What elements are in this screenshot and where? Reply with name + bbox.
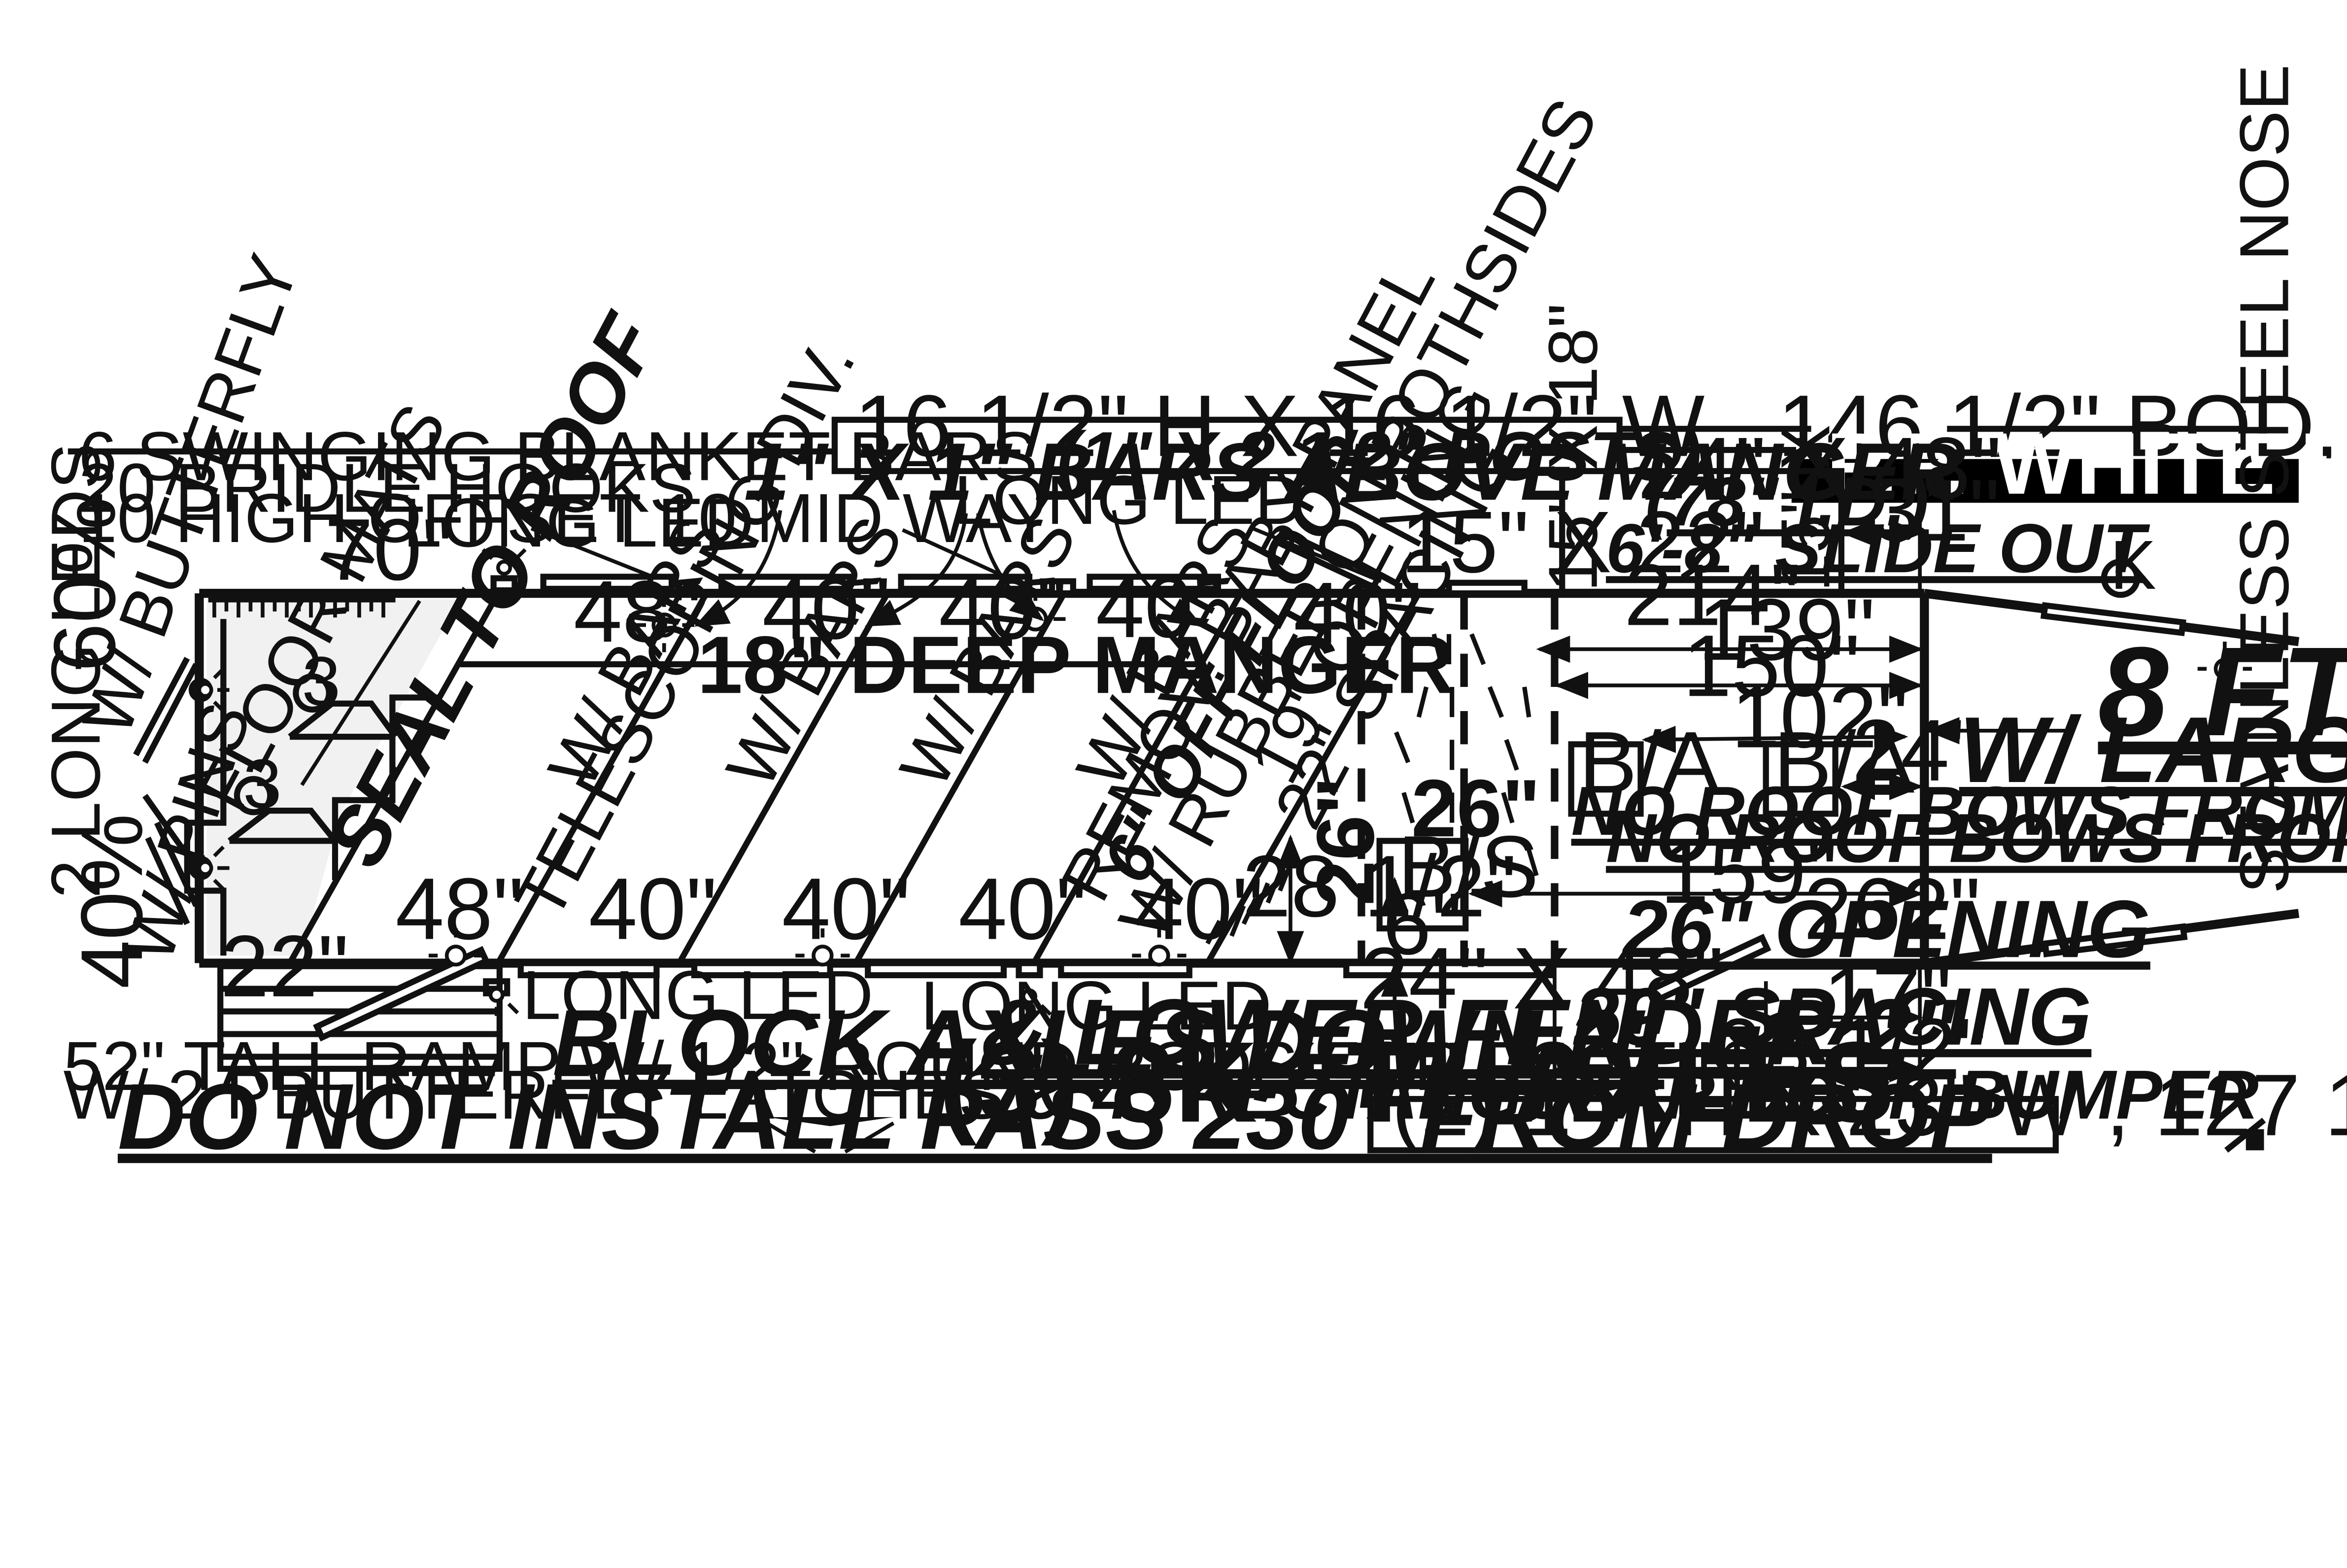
dim-139: 139" <box>1698 580 1875 679</box>
note-blanket-bars: 6 SWINGING BLANKET BARS (1" X 2 1/2" POS… <box>78 417 1701 495</box>
rear-butterfly-doors <box>133 656 213 925</box>
slide-out: 15" X 18" 15" X 24" X 48" (78" I.D.) 6'-… <box>1534 303 2150 595</box>
dim-40-top-3: 40" <box>1096 558 1225 656</box>
label-long-led-4: LONG LED <box>920 966 1271 1044</box>
note-spacing-29: 29" SPACING <box>1573 971 2092 1062</box>
dim-48-bottom: 48" <box>396 860 524 958</box>
dim-24x48-bottom: 24" X 48" <box>1360 929 1724 1027</box>
dim-24: 24" <box>1852 701 1980 799</box>
dimension-lines <box>1277 519 2068 1087</box>
note-gussetts: W/ LARGE GUSSETTS <box>1959 698 2347 802</box>
label-ba-2: B/A <box>1773 713 1915 811</box>
label-long-led-3: LONG LED <box>522 956 873 1034</box>
dim-40-bottom-1: 40" <box>589 860 717 958</box>
note-long-leds-2: 2 LONG LEDS <box>36 443 114 898</box>
top-spec-callout: 16 1/2" H X 16 1/2" W , 146 1/2" BOD, 10… <box>68 376 2347 475</box>
escape-door-hatch <box>1394 633 1539 877</box>
note-neck-length: 8 FT. <box>2098 620 2347 762</box>
bottom-notes: LONG LED LONG LED BLOCK AXLES DOWN 2" & … <box>64 956 2347 1169</box>
top-left-notes: 6 SWINGING BLANKET BARS (1" X 2 1/2" POS… <box>78 417 1960 595</box>
dim-15x: 15" X <box>1766 424 1844 592</box>
saddle-rack-upper: 3 <box>288 642 398 740</box>
note-pct-40: 40% <box>63 814 161 989</box>
rear-ramp <box>217 946 503 1072</box>
dim-214: 214" <box>1624 545 1801 644</box>
note-deep-manger: 18" DEEP MANGER <box>697 619 1455 711</box>
led-burst-icons <box>197 546 2252 1018</box>
label-long-led-2: LONG LED <box>954 461 1305 539</box>
dim-22: 22" <box>220 917 349 1015</box>
bar-note-arrows <box>694 510 1382 627</box>
note-no-roof-bows-1: NO ROOF BOWS FROM 127" TO 151" FROM DROP <box>1571 772 2347 850</box>
top-spec-text: 16 1/2" H X 16 1/2" W , 146 1/2" BOD, 10… <box>854 376 2347 475</box>
dim-262: 262" <box>1803 860 1980 958</box>
dim-48-top: 48" <box>574 562 702 660</box>
led-light-icon <box>428 928 483 967</box>
exterior-finish-text: P.P. WHITE EXTERIOR FINISH <box>1826 414 2347 512</box>
led-light-icon <box>197 845 230 891</box>
label-bs: B/S <box>1397 818 1538 916</box>
note-ramp-1: 52" TALL RAMP W/ 1/2" ROUND RODS FOR FOO… <box>64 1027 1800 1105</box>
bottom-spec-text: (2) 14" H X 23" W , 127 1/2" BOD, 5" & 2… <box>1392 1056 2347 1154</box>
dim-26-horizontal: 26" <box>1411 763 1540 854</box>
dim-15x22: 15" X 22" <box>1400 493 1765 591</box>
dim-31: 31" <box>1871 461 2000 559</box>
right-side-labels: 15" X 22" 31" K 214" 139" 150" 102" 24" … <box>1242 64 2347 1098</box>
dim-6: 6" <box>1383 875 1463 973</box>
note-block-axles: BLOCK AXLES DOWN 2" <box>552 990 1665 1095</box>
note-axles: (3) 8K “T”-AXLES <box>939 1018 1895 1146</box>
led-light-icon <box>1132 928 1187 967</box>
led-light-icon <box>197 667 230 713</box>
dim-40-bottom-2: 40" <box>782 860 911 958</box>
label-ba-1: B/A <box>1579 713 1720 811</box>
dim-40-top-4: 40" <box>1293 564 1422 662</box>
dim-159: 159" <box>1660 823 1837 921</box>
dim-150: 150" <box>1683 616 1860 715</box>
dim-40-top-1: 40" <box>762 559 891 657</box>
top-wall-leds <box>490 527 1528 597</box>
note-stainless-nose: STAINLESS STEEL NOSE <box>2225 64 2303 893</box>
dim-63-5: 63 1/2" <box>1713 1000 1988 1098</box>
dim-40-bottom-4: 40" <box>1135 860 1263 958</box>
note-bridle-hooks: 20 BRIDLE HOOKS <box>78 449 696 527</box>
note-lower-fender: & LOWER FENDER 2" <box>981 980 1957 1085</box>
dim-40-top-2: 40" <box>939 559 1067 657</box>
note-no-roof-bows-2: NO ROOF BOWS FROM 190" TO 210" FROM DROP <box>1606 799 2347 877</box>
led-light-icon <box>795 928 850 967</box>
trailer-body: 3 3 15" X 18" 15" X 24" X 48" (78" I.D.)… <box>133 303 2300 1072</box>
ruler-ticks <box>212 599 385 618</box>
rack-count-lower: 3 <box>243 745 281 822</box>
note-pct-60: 60% <box>35 497 134 672</box>
bs-box <box>1376 838 1469 932</box>
led-light-icon <box>2197 642 2252 696</box>
led-light-icon <box>488 987 519 1016</box>
exterior-finish-banner: P.P. WHITE EXTERIOR FINISH <box>1791 414 2347 512</box>
dim-17: 17" <box>1823 949 1952 1047</box>
circle-k-label: K <box>2110 526 2156 604</box>
led-light-icon <box>634 598 694 652</box>
dim-28-5: 28 1/2" <box>1242 837 1517 935</box>
dim-40-bottom-3: 40" <box>958 860 1087 958</box>
dim-102: 102" <box>1731 668 1908 766</box>
saddle-rack-lower: 3 <box>227 745 338 844</box>
dim-24x48-top: 24" X 48" <box>1637 419 2002 517</box>
dim-15x18: 15" X 18" <box>1534 303 1612 592</box>
led-light-icon <box>1007 988 1052 1018</box>
dim-26-vertical: 26" <box>1300 777 1391 906</box>
note-opening-26: 26" OPENING <box>1621 884 2150 975</box>
led-light-icon <box>481 546 527 576</box>
dim-70: 70" <box>325 501 453 599</box>
rack-count-upper: 3 <box>302 642 340 720</box>
bunk-access-box-1 <box>1568 741 1644 817</box>
